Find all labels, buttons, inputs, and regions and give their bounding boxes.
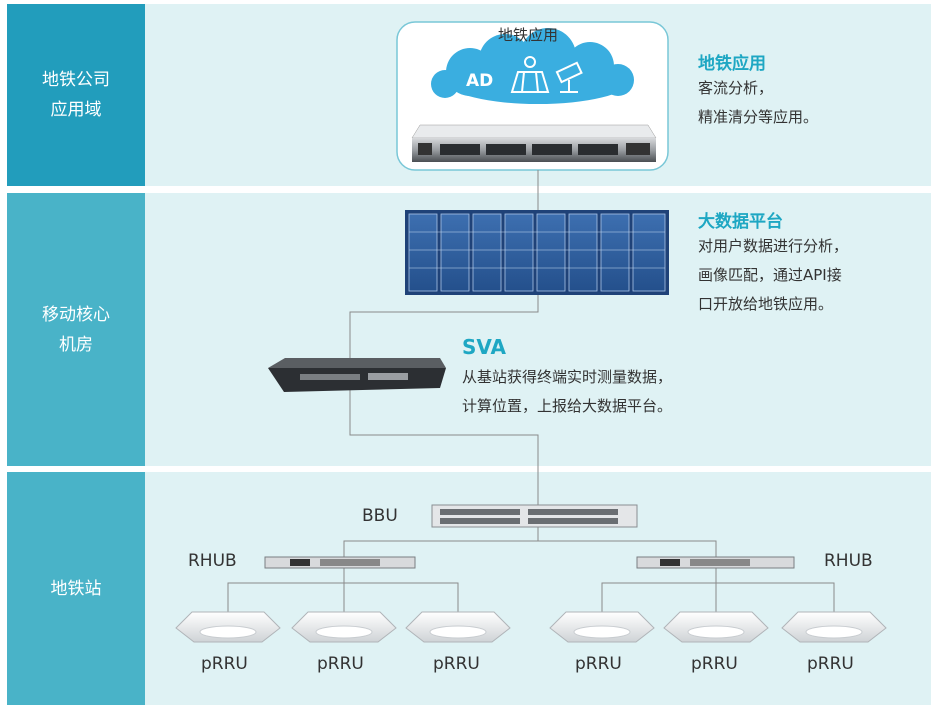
sva-desc: 从基站获得终端实时测量数据， 计算位置，上报给大数据平台。 [462, 368, 673, 415]
camera-icon [555, 61, 583, 93]
prru-label-5: pRRU [691, 654, 738, 674]
sva-title: SVA [462, 335, 507, 359]
map-icon [510, 56, 550, 93]
prru-icon-3 [405, 611, 511, 643]
app-server-icon [411, 124, 657, 162]
domain-core-room: 移动核心 机房 [7, 193, 145, 466]
rhub-left-icon [264, 556, 416, 569]
prru-label-1: pRRU [201, 654, 248, 674]
bigdata-title: 大数据平台 [698, 212, 783, 232]
sva-device-icon [268, 358, 446, 392]
bbu-device-icon [431, 504, 638, 528]
rhub-right-label: RHUB [824, 551, 873, 571]
cloud-ad-text: AD [466, 71, 494, 91]
prru-icon-4 [549, 611, 655, 643]
app-box-title: 地铁应用 [498, 26, 559, 44]
domain-station: 地铁站 [7, 472, 145, 705]
bbu-label: BBU [362, 506, 398, 526]
metro-app-desc: 客流分析， 精准清分等应用。 [698, 79, 819, 126]
prru-icon-6 [781, 611, 887, 643]
bigdata-desc: 对用户数据进行分析， 画像匹配，通过API接 口开放给地铁应用。 [698, 237, 849, 313]
metro-app-title: 地铁应用 [698, 54, 766, 74]
prru-icon-1 [175, 611, 281, 643]
rhub-right-icon [636, 556, 795, 569]
domain-metro-company: 地铁公司 应用域 [7, 4, 145, 186]
bigdata-rack-icon [405, 210, 669, 295]
prru-icon-2 [291, 611, 397, 643]
prru-label-2: pRRU [317, 654, 364, 674]
rhub-left-label: RHUB [188, 551, 237, 571]
prru-icon-5 [663, 611, 769, 643]
prru-label-4: pRRU [575, 654, 622, 674]
prru-label-6: pRRU [807, 654, 854, 674]
prru-label-3: pRRU [433, 654, 480, 674]
connector-lines [227, 170, 835, 612]
